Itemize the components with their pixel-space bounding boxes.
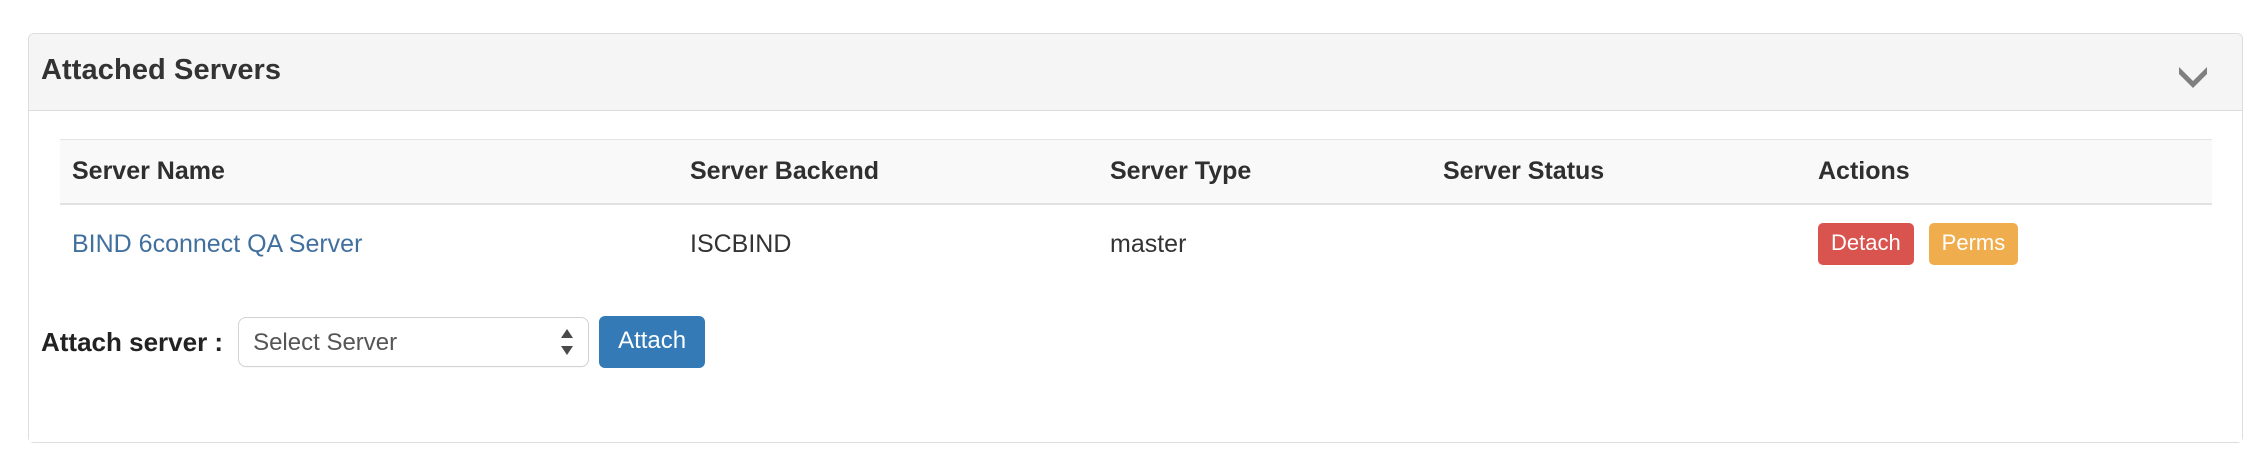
detach-button[interactable]: Detach <box>1818 223 1914 265</box>
attached-servers-panel: Attached Servers Server Name <box>28 33 2243 443</box>
table-row: BIND 6connect QA Server ISCBIND master D… <box>60 204 2212 283</box>
cell-server-backend: ISCBIND <box>690 229 792 258</box>
cell-server-type: master <box>1110 229 1187 258</box>
perms-button[interactable]: Perms <box>1928 223 2019 265</box>
cell-server-status <box>1431 204 1806 283</box>
column-header-server-backend: Server Backend <box>690 157 880 185</box>
panel-body: Server Name Server Backend Server Type S… <box>29 111 2242 442</box>
panel-collapse-toggle[interactable] <box>2174 60 2212 90</box>
chevron-down-icon <box>2179 67 2207 88</box>
panel-header: Attached Servers <box>29 34 2242 111</box>
attach-server-label: Attach server : <box>41 326 224 357</box>
table-header: Server Name Server Backend Server Type S… <box>60 139 2212 204</box>
server-select[interactable]: Select Server <box>238 317 590 367</box>
column-header-server-type: Server Type <box>1110 157 1252 185</box>
cell-server-name: BIND 6connect QA Server <box>60 204 678 283</box>
cell-actions: Detach Perms <box>1806 204 2212 283</box>
column-header-server-status: Server Status <box>1443 157 1605 185</box>
server-name-link[interactable]: BIND 6connect QA Server <box>72 229 363 258</box>
table-body: BIND 6connect QA Server ISCBIND master D… <box>60 204 2212 283</box>
table-header-row: Server Name Server Backend Server Type S… <box>60 139 2212 204</box>
column-header-actions: Actions <box>1818 157 1910 185</box>
page-title: Attached Servers <box>41 54 282 86</box>
attach-button[interactable]: Attach <box>599 316 706 368</box>
column-header-server-name: Server Name <box>72 157 225 185</box>
attached-servers-table: Server Name Server Backend Server Type S… <box>60 139 2212 283</box>
attach-server-form: Attach server : Select Server Attach <box>41 316 706 368</box>
server-select-wrapper: Select Server <box>238 317 590 367</box>
